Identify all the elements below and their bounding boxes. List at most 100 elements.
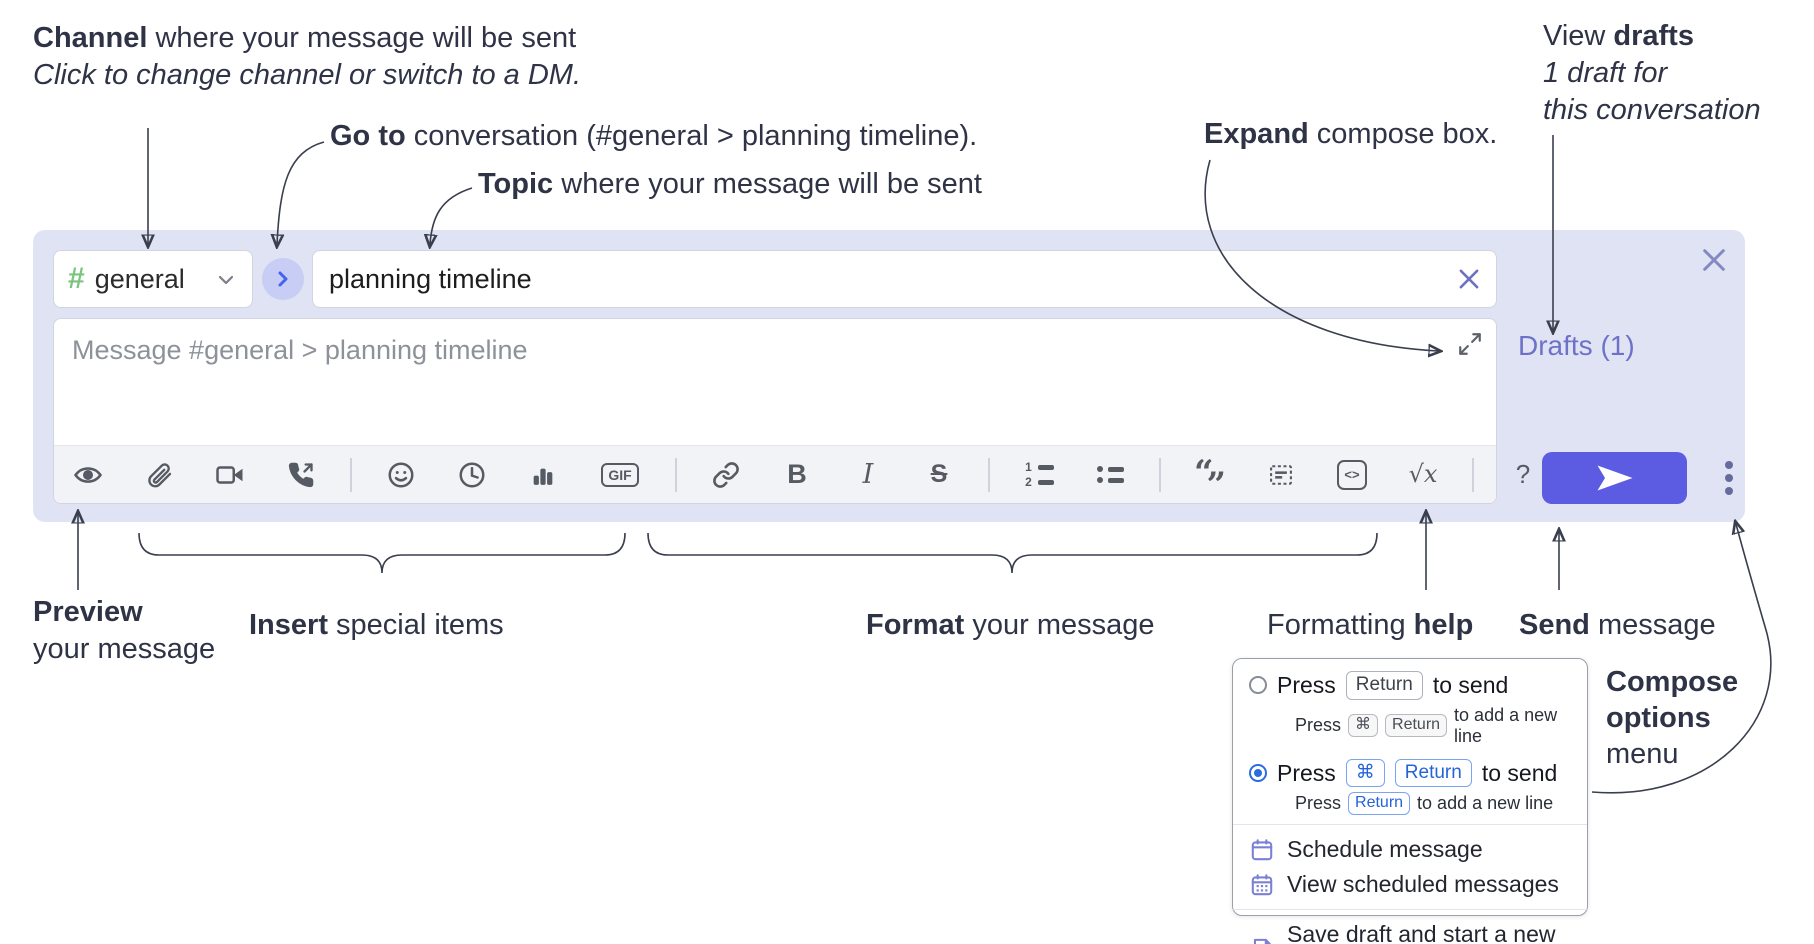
toolbar-divider (988, 457, 990, 492)
view-drafts-line3: this conversation (1543, 94, 1761, 126)
radio-unselected-icon[interactable] (1249, 676, 1267, 695)
option2-press: Press (1277, 759, 1336, 786)
poll-button[interactable] (521, 453, 565, 497)
insert-brace (138, 532, 626, 574)
go-to-conversation-button[interactable] (262, 258, 304, 300)
option1-subtext: Press ⌘ Return to add a new line (1233, 702, 1587, 749)
gif-button[interactable]: GIF (592, 453, 648, 497)
return-keycap: Return (1345, 671, 1423, 700)
view-scheduled-messages-item[interactable]: View scheduled messages (1233, 867, 1587, 902)
note-check-icon (1253, 939, 1271, 944)
option-return-to-send[interactable]: Press Return to send (1233, 669, 1587, 702)
toolbar-divider (1472, 457, 1474, 492)
video-call-button[interactable] (208, 453, 252, 497)
quote-close-glyph: ” (1206, 464, 1226, 505)
send-icon (1597, 465, 1632, 491)
preview-annotation-bold: Preview (33, 596, 143, 628)
quote-icon: “ ” (1194, 453, 1226, 505)
channel-annotation-rest: where your message will be sent (147, 22, 577, 54)
chevron-right-icon (278, 271, 288, 287)
gif-icon: GIF (601, 462, 639, 487)
spoiler-button[interactable] (1259, 453, 1303, 497)
goto-annotation: Go to conversation (#general > planning … (330, 118, 977, 155)
compose-options-bold1: Compose (1606, 666, 1739, 698)
channel-annotation: Channel where your message will be sent … (33, 20, 581, 94)
option1-sub-press: Press (1295, 715, 1342, 736)
compose-options-bold2: options (1606, 702, 1711, 734)
send-button[interactable] (1542, 452, 1687, 504)
message-placeholder: Message #general > planning timeline (72, 335, 528, 365)
save-draft-item[interactable]: Save draft and start a new message (1233, 917, 1587, 944)
option-cmd-return-to-send[interactable]: Press ⌘ Return to send (1233, 757, 1587, 790)
view-drafts-line2: 1 draft for (1543, 57, 1668, 89)
topic-clear-button[interactable] (1454, 265, 1484, 295)
code-button[interactable]: <> (1330, 453, 1374, 497)
bold-icon: B (787, 459, 807, 489)
add-time-button[interactable] (450, 453, 494, 497)
option2-sub-suffix: to add a new line (1417, 793, 1554, 814)
close-compose-button[interactable] (1697, 244, 1731, 278)
compose-options-regular: menu (1606, 738, 1679, 770)
goto-annotation-rest: conversation (#general > planning timeli… (405, 120, 978, 152)
radio-selected-icon[interactable] (1249, 764, 1267, 783)
numbered-list-icon: 1 2 (1025, 460, 1054, 488)
italic-icon: I (862, 459, 874, 490)
expand-annotation: Expand compose box. (1204, 116, 1497, 153)
option1-suffix: to send (1432, 671, 1509, 698)
topic-annotation-bold: Topic (478, 168, 554, 200)
channel-selector[interactable]: # general (53, 250, 253, 308)
bulleted-list-button[interactable] (1088, 453, 1132, 497)
return-keycap: Return (1348, 792, 1411, 816)
schedule-message-item[interactable]: Schedule message (1233, 832, 1587, 867)
goto-connector (277, 141, 325, 244)
preview-annotation-line2: your message (33, 633, 216, 665)
compose-options-button[interactable] (1709, 452, 1749, 504)
expand-compose-button[interactable] (1456, 331, 1484, 359)
topic-annotation-rest: where your message will be sent (553, 168, 982, 200)
italic-button[interactable]: I (846, 453, 890, 497)
quote-button[interactable]: “ ” (1188, 453, 1232, 505)
numbered-list-button[interactable]: 1 2 (1017, 453, 1061, 497)
topic-input[interactable] (313, 251, 1496, 307)
question-mark-icon: ? (1515, 459, 1531, 489)
voice-call-button[interactable] (279, 453, 323, 497)
drafts-link[interactable]: Drafts (1) (1518, 330, 1635, 361)
bold-button[interactable]: B (775, 453, 819, 497)
strikethrough-button[interactable]: S (917, 453, 961, 497)
message-input[interactable]: Message #general > planning timeline (53, 318, 1530, 505)
spoiler-icon (1270, 464, 1292, 485)
link-button[interactable] (704, 453, 748, 497)
toolbar-divider (1159, 457, 1161, 492)
link-icon (713, 461, 739, 488)
preview-annotation: Preview your message (33, 594, 215, 668)
bar-chart-icon (533, 468, 553, 485)
send-annotation-rest: message (1589, 609, 1716, 641)
view-drafts-regular: View (1543, 20, 1614, 52)
channel-annotation-bold: Channel (33, 22, 148, 54)
strikethrough-icon: S (930, 460, 948, 488)
message-formatting-help-button[interactable]: ? (1501, 453, 1545, 497)
cmd-keycap: ⌘ (1345, 758, 1385, 788)
send-annotation-bold: Send (1519, 609, 1590, 641)
schedule-message-label: Schedule message (1287, 836, 1483, 863)
option2-sub-press: Press (1295, 793, 1342, 814)
insert-annotation-rest: special items (327, 609, 504, 641)
expand-annotation-rest: compose box. (1308, 118, 1498, 150)
preview-button[interactable] (66, 453, 110, 497)
math-glyph: √x (1408, 460, 1438, 488)
insert-annotation: Insert special items (249, 607, 504, 644)
smiley-icon (388, 462, 414, 487)
math-button[interactable]: √x (1401, 453, 1445, 497)
view-drafts-bold: drafts (1613, 20, 1694, 52)
format-annotation-rest: your message (964, 609, 1155, 641)
view-drafts-annotation: View drafts 1 draft for this conversatio… (1543, 18, 1761, 129)
math-icon: √x (1409, 460, 1438, 489)
goto-annotation-bold: Go to (330, 120, 406, 152)
option1-sub-suffix: to add a new line (1454, 704, 1558, 746)
option2-suffix: to send (1481, 759, 1558, 786)
close-icon (1459, 269, 1479, 289)
ol-number-1: 1 (1025, 460, 1032, 474)
format-annotation-bold: Format (866, 609, 965, 641)
attach-file-button[interactable] (137, 453, 181, 497)
emoji-button[interactable] (379, 453, 423, 497)
